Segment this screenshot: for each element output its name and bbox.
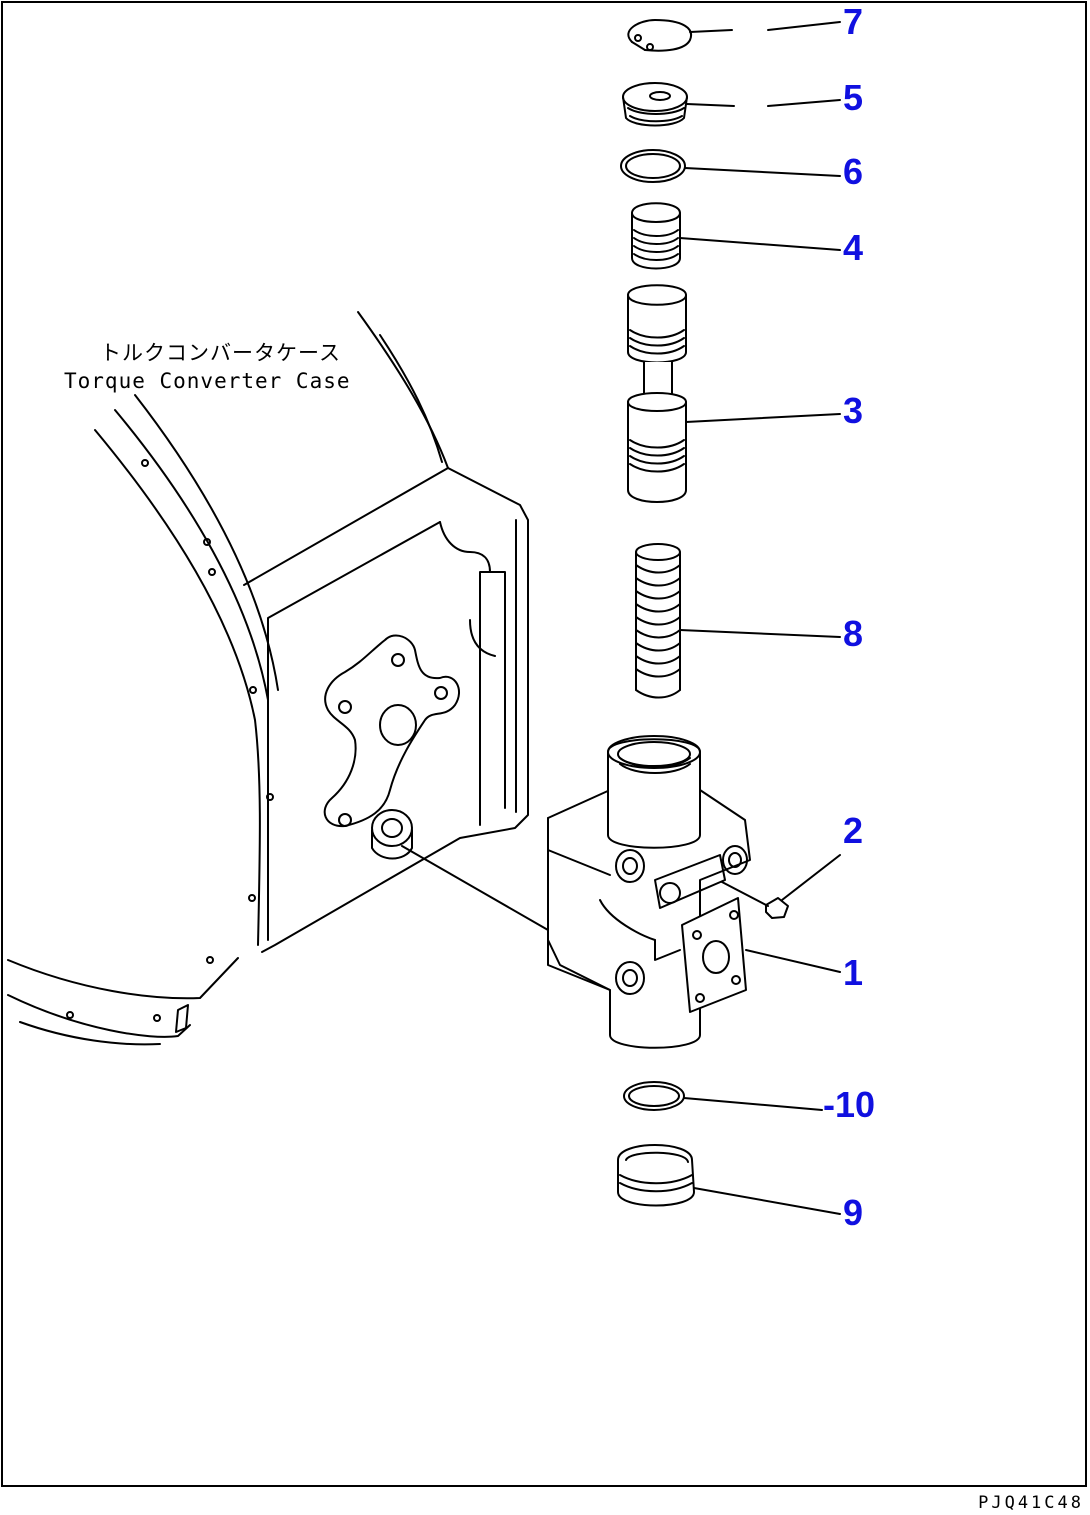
- callout-2: 2: [843, 810, 864, 851]
- torque-converter-case: [7, 311, 529, 1046]
- case-label-english: Torque Converter Case: [64, 369, 351, 393]
- callout-5: 5: [843, 77, 864, 118]
- o-ring-6: [620, 149, 686, 183]
- plug-9: [617, 1144, 695, 1207]
- valve-body-1: [547, 735, 751, 1049]
- callout-3: 3: [843, 390, 864, 431]
- callout-1: 1: [843, 952, 864, 993]
- callout-9: 9: [843, 1192, 864, 1233]
- drawing-frame: [1, 1, 1087, 1487]
- piston-4: [631, 202, 681, 270]
- drawing-code: PJQ41C48: [978, 1493, 1084, 1513]
- callout-7: 7: [843, 1, 864, 42]
- snap-ring-7: [627, 19, 693, 52]
- spring-8: [635, 543, 681, 699]
- callout-10: -10: [823, 1084, 876, 1125]
- spool-3: [627, 284, 687, 503]
- o-ring-10: [623, 1081, 685, 1111]
- callout-10-number: 10: [835, 1084, 876, 1125]
- bolt-2: [721, 881, 789, 919]
- callout-4: 4: [843, 227, 864, 268]
- callout-8: 8: [843, 613, 864, 654]
- case-label-japanese: トルクコンバータケース: [100, 341, 341, 365]
- plug-5: [622, 82, 688, 127]
- leader-lines: [401, 21, 841, 1215]
- callout-6: 6: [843, 151, 864, 192]
